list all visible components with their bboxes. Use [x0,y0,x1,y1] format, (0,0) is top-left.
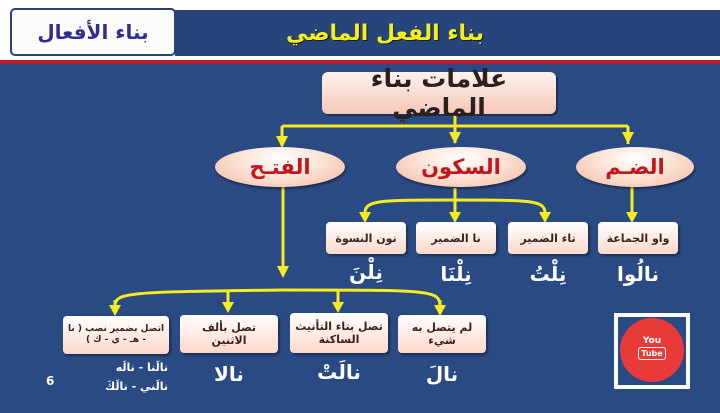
arrow-fath-d [434,305,446,316]
card-no-attachment: لم يتصل به شيء [398,315,486,353]
youtube-logo-line1: You [642,336,662,346]
page-number: 6 [46,374,55,388]
example-fath-1: نالَ [425,362,459,386]
arrow-damm [622,132,634,144]
category-damm: الضـم [576,147,694,187]
arrow-sukun-left [359,212,371,223]
connector-fath-bar [113,288,442,307]
arrow-fath-b [332,302,344,313]
card-na-damir: نا الضمير [416,222,496,254]
title-strip [175,10,720,56]
arrow-fath-down [277,266,289,278]
card-nun-niswa: نون النسوة [326,222,406,254]
example-sukun-2: نِلْنَا [440,262,472,286]
example-sukun-3: نِلْنَ [349,260,383,284]
card-taa-taneeth: تصل بتاء التأنيث الساكنة [290,313,388,353]
example-damm: نالُوا [617,262,659,286]
arrow-fath-c [109,305,121,316]
arrow-damm-card [626,212,638,223]
arrow-fath-a [222,302,234,313]
arrow-sukun-right [539,212,551,223]
example-fath-2: نالَتْ [317,360,361,384]
card-damir-nasb: اتصل بضمير نصب ( نا - هـ - ي - ك ) [63,316,169,354]
card-waw-jamaa: واو الجماعة [598,222,678,254]
arrow-fath [276,136,288,148]
youtube-logo-line2: Tube [638,347,666,360]
arrow-sukun [449,132,461,144]
example-fath-4b: نالَني - نالَكَ [105,380,168,393]
root-node: علامات بناء الماضي [322,64,556,122]
slide-title: بناء الفعل الماضي [285,20,485,46]
example-fath-4a: نالَنا - نالَه [115,361,168,374]
youtube-icon[interactable] [620,318,684,382]
category-sukun: السكون [396,147,526,187]
youtube-logo-text: You Tube [630,336,674,360]
example-sukun-1: نِلْتُ [529,262,567,286]
topic-button[interactable]: بناء الأفعال [12,10,174,54]
example-fath-3: نالا [214,362,244,386]
card-alif-ithnayn: تصل بألف الاثنين [180,315,278,353]
arrow-sukun-mid [449,212,461,223]
card-taa-damir: تاء الضمير [508,222,588,254]
category-fath: الفتـح [215,147,345,187]
